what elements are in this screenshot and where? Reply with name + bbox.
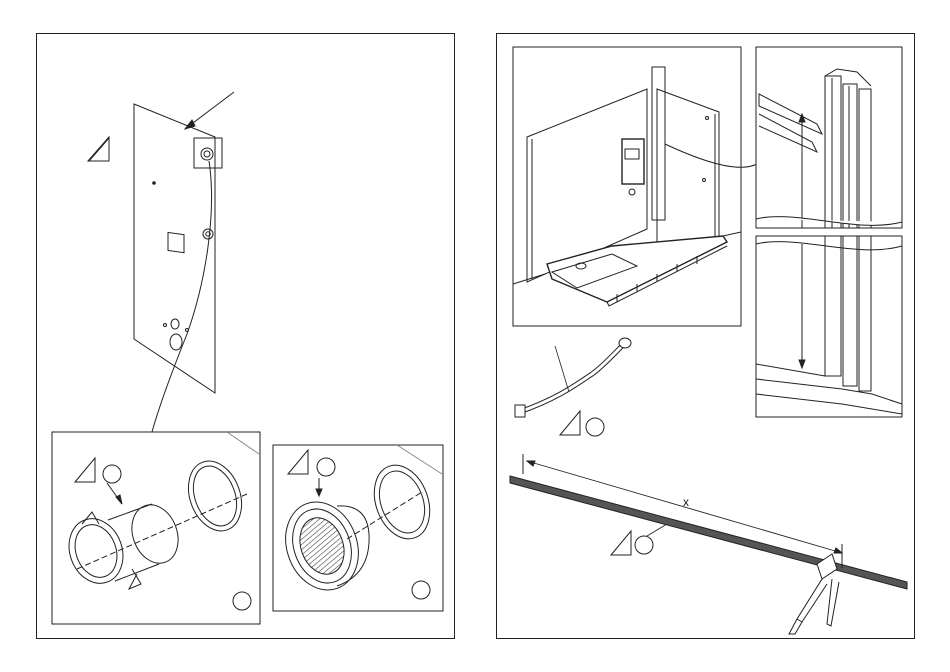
hose-end-right (619, 338, 631, 348)
flexible-hose (519, 346, 622, 412)
hose-end-left (515, 405, 525, 417)
warning-triangle-strip (611, 531, 631, 555)
warning-triangle-hose (560, 411, 580, 435)
panel-leader-arrowhead (185, 120, 195, 129)
dimension-label: x (683, 495, 689, 509)
enclosure-right-wall (657, 89, 719, 244)
right-page-illustration: x (497, 34, 914, 638)
left-instruction-page (36, 33, 455, 639)
warning-triangle-panel (88, 137, 109, 161)
left-page-illustration (37, 34, 454, 638)
profile-detail-bottom (756, 236, 902, 417)
panel-dot (153, 182, 156, 185)
scissors-icon (789, 554, 839, 634)
callout-circle-strip (635, 536, 653, 554)
callout-circle-hose (586, 418, 604, 436)
sealing-strip (510, 476, 907, 589)
right-instruction-page: x (496, 33, 915, 639)
detail-box-2 (273, 445, 443, 611)
